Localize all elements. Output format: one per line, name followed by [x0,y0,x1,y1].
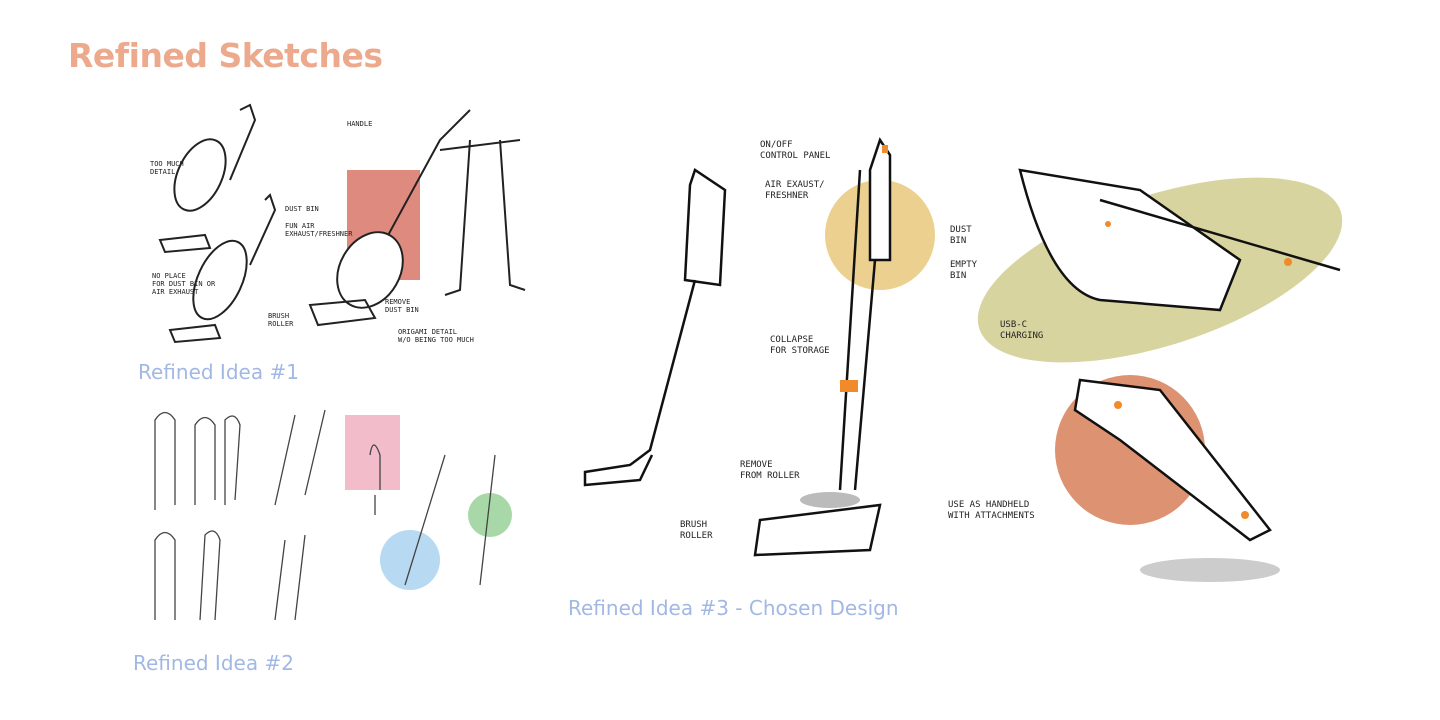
note-empty-bin: Empty bin [950,260,978,281]
idea-3-drawing [583,137,1343,582]
note-too-much-detail: Too much detail [150,160,184,176]
note-on-off: On/off control panel [760,140,831,161]
idea-2-drawing [154,409,512,621]
refined-idea-2-sketch [135,395,525,640]
note-dust-bin: Dust bin [285,205,319,213]
note-dust-bin: Dust bin [950,225,972,246]
note-air-exhaust: Air exaust/ freshner [765,180,825,201]
caption-refined-idea-3: Refined Idea #3 - Chosen Design [568,596,899,620]
page-title: Refined Sketches [68,36,383,75]
note-remove-dust-bin: Remove dust bin [385,298,419,314]
caption-refined-idea-2: Refined Idea #2 [133,651,294,675]
refined-idea-3-sketch: On/off control panel Air exaust/ freshne… [580,110,1343,585]
note-usb-c: USB-C charging [1000,320,1044,341]
idea-1-drawing [158,103,526,344]
note-fun-air: Fun air exhaust/freshner [285,222,353,238]
note-brush-roller: Brush roller [680,520,713,541]
note-origami: Origami detail w/o being too much [398,328,474,344]
caption-refined-idea-1: Refined Idea #1 [138,360,299,384]
refined-idea-1-sketch: Too much detail No place for dust bin or… [140,100,540,350]
note-collapse: Collapse for storage [770,335,830,356]
note-remove-roller: Remove from roller [740,460,800,481]
note-no-place: No place for dust bin or air exhaust [152,272,216,296]
note-brush-roller: Brush roller [268,312,294,328]
note-handheld: Use as handheld with attachments [948,500,1035,521]
note-handle: Handle [347,120,373,128]
